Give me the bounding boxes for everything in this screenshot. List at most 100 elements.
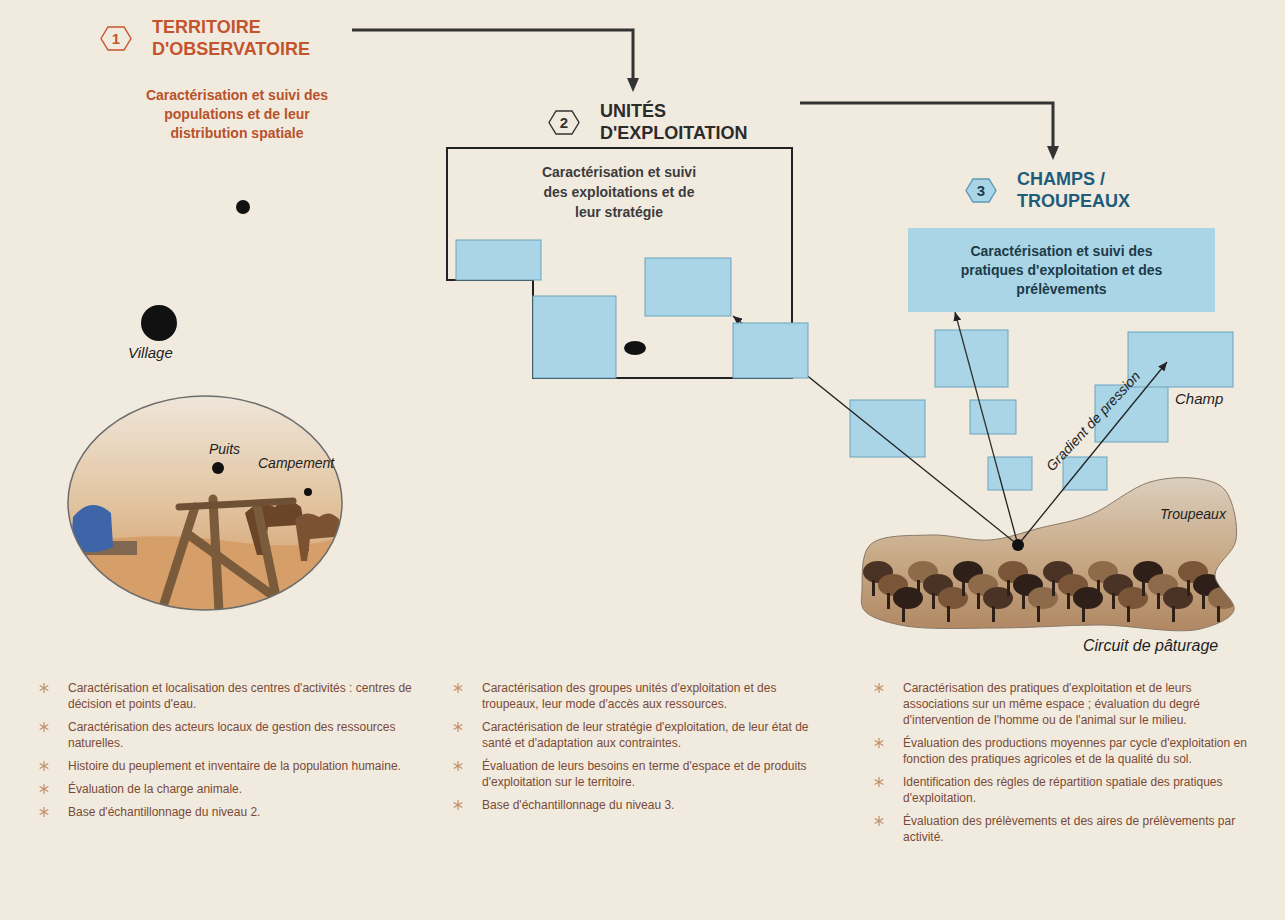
herd-leg [887, 593, 890, 609]
herd-leg [1142, 580, 1145, 596]
field-plots [850, 330, 1233, 490]
herd-leg [1082, 606, 1085, 622]
field-plot [988, 457, 1032, 490]
herd-leg [1022, 593, 1025, 609]
field-label: Champ [1175, 390, 1223, 407]
asterisk-stroke [40, 764, 49, 769]
herd-leg [1052, 580, 1055, 596]
level-heading: UNITÉS D'EXPLOITATION [600, 100, 800, 144]
g-part [162, 499, 279, 611]
hexagon-outline [101, 27, 131, 50]
asterisk-stroke [40, 725, 49, 730]
asterisk-stroke [875, 819, 884, 824]
ellipse-part [68, 396, 342, 610]
bullet-text: Base d'échantillonnage du niveau 3. [482, 797, 674, 813]
bullet-text: Caractérisation des groupes unités d'exp… [482, 680, 830, 712]
hexagon-outline [966, 179, 996, 202]
asterisk-stroke [875, 686, 884, 691]
flow-arrow [955, 312, 999, 476]
field-plot [935, 330, 1008, 387]
path-part [295, 513, 343, 561]
bullet-item: Caractérisation des pratiques d'exploita… [873, 680, 1255, 728]
herd-leg [947, 606, 950, 622]
herd-leg [1202, 593, 1205, 609]
pressure-arrow [733, 316, 932, 476]
herd-leg [932, 593, 935, 609]
circle-part [304, 488, 312, 496]
herd-leg [1217, 606, 1220, 622]
level-badge: 2 UNITÉS D'EXPLOITATION [548, 92, 800, 144]
text-holder: Caractérisation et suivi des exploitatio… [529, 162, 709, 222]
bullet-asterisk [38, 721, 50, 733]
herd-leg [1112, 593, 1115, 609]
herd-leg [1007, 580, 1010, 596]
g-part [67, 395, 343, 611]
asterisk-stroke [875, 741, 884, 746]
unit-plot [533, 296, 616, 378]
bullet-text: Caractérisation des pratiques d'exploita… [903, 680, 1255, 728]
herd-leg [962, 580, 965, 596]
bullet-asterisk [873, 682, 885, 694]
level-badge: 1TERRITOIRE D'OBSERVATOIRE [100, 8, 352, 60]
bullet-asterisk [452, 760, 464, 772]
level-heading: TERRITOIRE D'OBSERVATOIRE [152, 16, 352, 60]
unit-plot [733, 323, 808, 378]
line-part [189, 535, 272, 595]
line-part [179, 501, 293, 507]
herd-center-dot [1012, 539, 1024, 551]
bullet-item: Base d'échantillonnage du niveau 3. [452, 797, 830, 813]
circle-part [212, 462, 224, 474]
field-plot [850, 400, 925, 457]
asterisk-stroke [40, 686, 49, 691]
bullet-text: Évaluation des prélèvements et des aires… [903, 813, 1255, 845]
unit-plot [645, 258, 731, 316]
asterisk-stroke [875, 741, 884, 746]
unit-outline [447, 148, 792, 378]
field-plot [970, 400, 1016, 434]
pressure-line [999, 476, 1018, 545]
bullet-text: Évaluation de la charge animale. [68, 781, 242, 797]
herd-leg [1157, 593, 1160, 609]
asterisk-stroke [40, 764, 49, 769]
bullet-item: Base d'échantillonnage du niveau 2. [38, 804, 430, 820]
bullet-asterisk [38, 760, 50, 772]
place-label: Village [128, 344, 173, 361]
bullet-item: Caractérisation des groupes unités d'exp… [452, 680, 830, 712]
asterisk-stroke [454, 764, 463, 769]
well-photo: PuitsCampement [67, 395, 343, 611]
asterisk-stroke [40, 810, 49, 815]
asterisk-stroke [454, 803, 463, 808]
herd-leg [1172, 606, 1175, 622]
line-part [162, 507, 195, 610]
population-dot [236, 200, 250, 214]
asterisk-stroke [40, 686, 49, 691]
flow-arrow [800, 103, 1053, 152]
bullet-text: Caractérisation de leur stratégie d'expl… [482, 719, 830, 751]
step-number: 3 [965, 178, 997, 203]
hexagon-outline [549, 111, 579, 134]
bullet-column: Caractérisation des groupes unités d'exp… [452, 680, 830, 820]
bullet-asterisk [38, 682, 50, 694]
photo-caption: Troupeaux [1160, 506, 1226, 522]
village-dot [141, 305, 177, 341]
herd-leg [1037, 606, 1040, 622]
bullet-text: Évaluation des productions moyennes par … [903, 735, 1255, 767]
asterisk-stroke [40, 787, 49, 792]
bullet-item: Identification des règles de répartition… [873, 774, 1255, 806]
herd-photo: Troupeaux [860, 476, 1238, 632]
herd-leg [1097, 580, 1100, 596]
bullet-asterisk [873, 815, 885, 827]
asterisk-stroke [454, 803, 463, 808]
bullet-item: Évaluation de leurs besoins en terme d'e… [452, 758, 830, 790]
bullet-item: Caractérisation et localisation des cent… [38, 680, 430, 712]
herd-leg [902, 606, 905, 622]
step-number: 2 [548, 110, 580, 135]
herd-picture [860, 476, 1238, 632]
asterisk-stroke [454, 686, 463, 691]
bullet-item: Évaluation des productions moyennes par … [873, 735, 1255, 767]
bullet-asterisk [873, 776, 885, 788]
bullet-text: Base d'échantillonnage du niveau 2. [68, 804, 260, 820]
bullet-item: Caractérisation des acteurs locaux de ge… [38, 719, 430, 751]
